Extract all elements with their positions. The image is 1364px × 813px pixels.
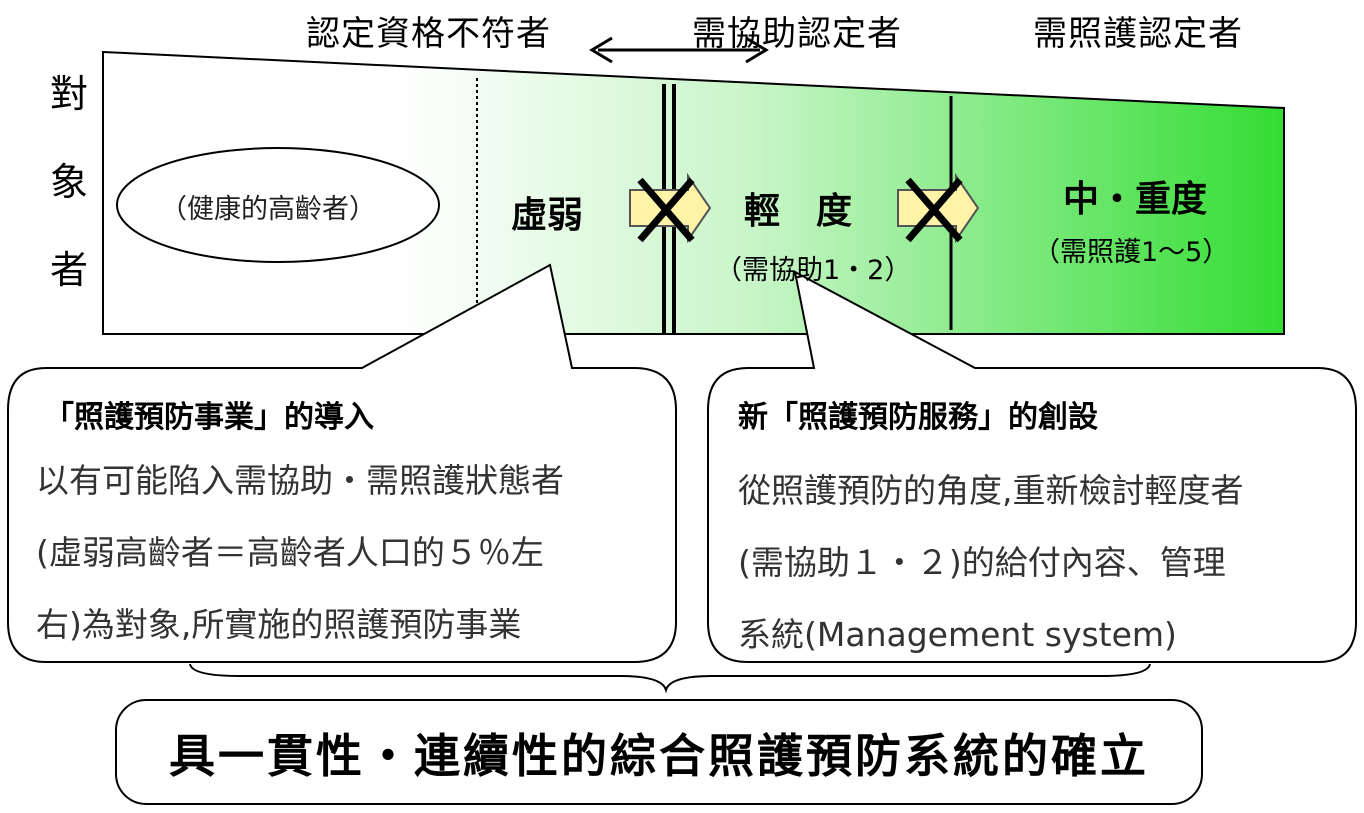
callout-left-line: (虛弱高齡者＝高齡者人口的５％左 — [36, 533, 544, 572]
header-care-certified: 需照護認定者 — [1033, 14, 1243, 54]
callout-right-body: 從照護預防的角度,重新檢討輕度者 (需協助１・２)的給付內容、管理 系統(Man… — [738, 455, 1244, 671]
callout-right-line: 系統(Management system) — [738, 615, 1177, 654]
vertical-label: 對 象 者 — [44, 50, 94, 314]
stage-frail: 虛弱 — [511, 195, 584, 236]
callout-left-box — [7, 263, 677, 663]
stage-severe-sub: （需照護1～5） — [1033, 237, 1230, 268]
healthy-ellipse — [116, 147, 440, 263]
callout-right-title: 新「照護預防服務」的創設 — [738, 400, 1098, 435]
callout-left-line: 以有可能陷入需協助・需照護狀態者 — [36, 461, 564, 500]
vertical-char: 對 — [49, 72, 88, 116]
callout-left-line: 右)為對象,所實施的照護預防事業 — [36, 605, 522, 644]
blocked-arrow-icon — [629, 172, 712, 244]
header-support-certified: 需協助認定者 — [692, 14, 902, 54]
stage-severe: 中・重度 — [1063, 179, 1208, 220]
conclusion-box — [115, 699, 1203, 805]
callout-right-line: (需協助１・２)的給付內容、管理 — [738, 543, 1226, 582]
double-arrow-icon — [589, 36, 769, 64]
blocked-arrow-icon — [897, 172, 980, 244]
brace-icon — [189, 663, 1151, 694]
callout-right-line: 從照護預防的角度,重新檢討輕度者 — [738, 471, 1244, 510]
stage-healthy: （健康的高齡者） — [160, 194, 376, 225]
conclusion-text: 具一貫性・連續性的綜合照護預防系統的確立 — [169, 729, 1149, 783]
callout-right-box — [707, 270, 1357, 663]
header-ineligible: 認定資格不符者 — [306, 14, 551, 54]
vertical-char: 象 — [49, 160, 88, 204]
callout-left-title: 「照護預防事業」的導入 — [44, 400, 374, 435]
callout-left-body: 以有可能陷入需協助・需照護狀態者 (虛弱高齡者＝高齡者人口的５％左 右)為對象,… — [36, 445, 564, 661]
stage-mild-sub: （需協助1・2） — [715, 255, 912, 286]
stage-mild: 輕 度 — [744, 191, 853, 232]
vertical-char: 者 — [49, 248, 88, 292]
